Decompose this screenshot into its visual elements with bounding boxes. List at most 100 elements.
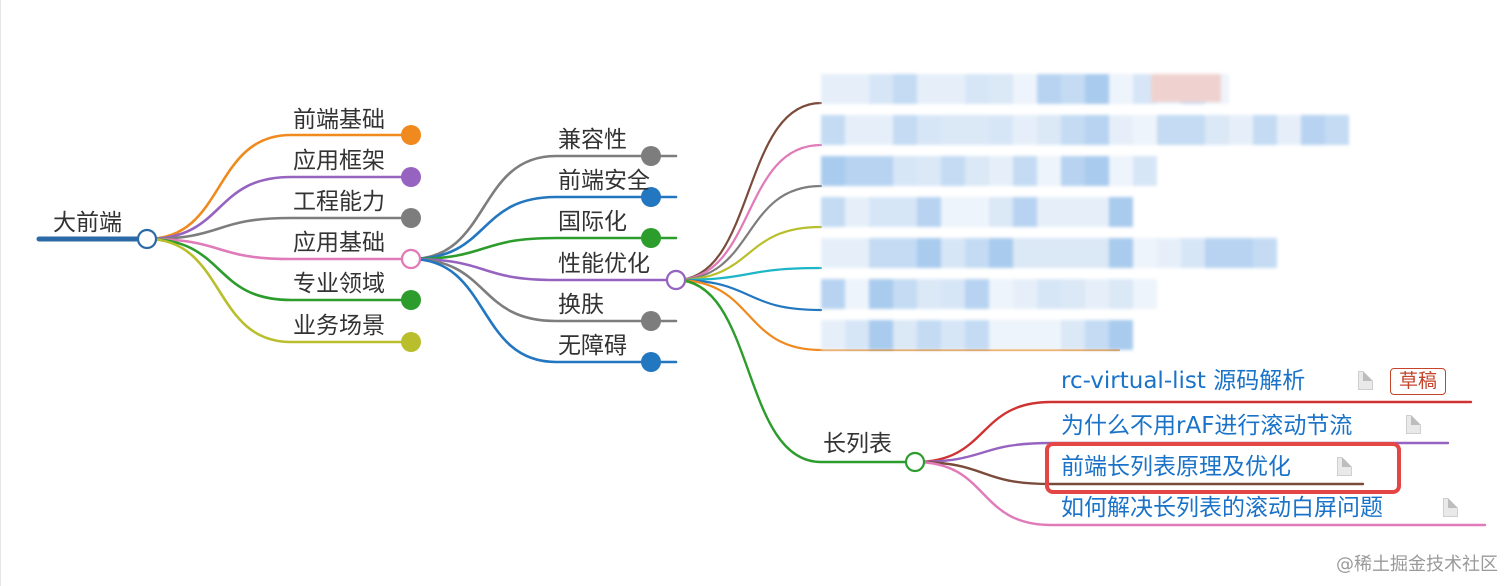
- branch-edge: [145, 237, 413, 261]
- blurred-cell: [1085, 115, 1109, 145]
- blurred-cell: [869, 197, 893, 227]
- node-label-domains[interactable]: 专业领域: [293, 271, 385, 297]
- collapsed-node-dot[interactable]: [641, 311, 661, 331]
- node-label-a11y[interactable]: 无障碍: [558, 333, 627, 359]
- blurred-cell: [845, 74, 869, 104]
- blurred-cell: [1085, 74, 1109, 104]
- node-label-long-list[interactable]: 长列表: [823, 431, 892, 457]
- branch-edge: [145, 216, 413, 241]
- blurred-branch-edge: [674, 101, 823, 282]
- blurred-cell: [1133, 238, 1157, 268]
- blurred-cell: [1085, 238, 1109, 268]
- blurred-cell: [845, 279, 869, 309]
- article-link-rc-virtual-list[interactable]: rc-virtual-list 源码解析: [1061, 368, 1306, 394]
- blurred-cell: [869, 115, 893, 145]
- branch-edge: [145, 237, 413, 344]
- node-label-performance[interactable]: 性能优化: [558, 251, 650, 277]
- blurred-cell: [1085, 320, 1109, 350]
- blurred-cell: [845, 115, 869, 145]
- blurred-cell: [821, 279, 845, 309]
- branch-edge: [145, 237, 413, 302]
- blurred-cell: [965, 115, 989, 145]
- collapsed-node-dot[interactable]: [641, 352, 661, 372]
- blurred-cell: [989, 197, 1013, 227]
- blurred-cell: [1109, 238, 1133, 268]
- node-label-theming[interactable]: 换肤: [558, 292, 604, 318]
- collapsed-node-dot[interactable]: [641, 146, 661, 166]
- blurred-cell: [917, 238, 941, 268]
- blurred-cell: [1037, 115, 1061, 145]
- node-label-frontend-basics[interactable]: 前端基础: [293, 107, 385, 133]
- blurred-cell: [1061, 115, 1085, 145]
- root-node-toggle[interactable]: [136, 228, 158, 250]
- blurred-cell: [1133, 156, 1157, 186]
- blurred-cell: [1037, 197, 1061, 227]
- node-label-engineering[interactable]: 工程能力: [293, 189, 385, 215]
- blurred-cell: [821, 115, 845, 145]
- blurred-cell: [1205, 115, 1229, 145]
- collapsed-node-dot[interactable]: [401, 290, 421, 310]
- blurred-branch-edge: [674, 225, 823, 282]
- blurred-cell: [1013, 238, 1037, 268]
- blurred-branch-edge: [674, 278, 823, 312]
- blurred-cell: [965, 197, 989, 227]
- blurred-cell: [893, 115, 917, 145]
- blurred-cell: [1109, 115, 1133, 145]
- expanded-node-toggle[interactable]: [904, 451, 926, 473]
- blurred-cell: [1061, 197, 1085, 227]
- document-icon[interactable]: [1406, 415, 1421, 434]
- blurred-cell: [845, 197, 869, 227]
- blurred-cell: [893, 197, 917, 227]
- collapsed-node-dot[interactable]: [641, 228, 661, 248]
- blurred-branch-edge: [674, 143, 823, 282]
- blurred-cell: [821, 74, 845, 104]
- blurred-cell: [989, 320, 1013, 350]
- blurred-cell: [1061, 279, 1085, 309]
- node-label-compatibility[interactable]: 兼容性: [558, 127, 627, 153]
- blurred-cell: [1253, 115, 1277, 145]
- watermark: @稀土掘金技术社区: [1336, 554, 1498, 575]
- blurred-branch-edge: [674, 278, 1121, 352]
- node-label-app-frameworks[interactable]: 应用框架: [293, 148, 385, 174]
- article-link-raf-throttle[interactable]: 为什么不用rAF进行滚动节流: [1061, 413, 1353, 439]
- blurred-cell: [1109, 320, 1133, 350]
- blurred-cell: [869, 238, 893, 268]
- collapsed-node-dot[interactable]: [401, 167, 421, 187]
- document-icon[interactable]: [1443, 498, 1458, 517]
- collapsed-node-dot[interactable]: [641, 187, 661, 207]
- blurred-cell: [941, 156, 965, 186]
- article-edge: [913, 441, 1450, 464]
- blurred-cell: [893, 156, 917, 186]
- branch-edge: [409, 257, 678, 323]
- node-label-security[interactable]: 前端安全: [558, 168, 650, 194]
- article-link-long-list-principle[interactable]: 前端长列表原理及优化: [1061, 454, 1291, 480]
- blurred-cell: [893, 320, 917, 350]
- long-list-edge: [674, 278, 917, 464]
- document-icon[interactable]: [1358, 371, 1373, 390]
- blurred-cell: [1037, 279, 1061, 309]
- blurred-nodes-region: [821, 70, 1349, 350]
- blurred-cell: [1037, 238, 1061, 268]
- root-node-label: 大前端: [53, 210, 122, 236]
- node-label-business[interactable]: 业务场景: [293, 313, 385, 339]
- blurred-cell: [989, 238, 1013, 268]
- blurred-cell: [1085, 197, 1109, 227]
- expanded-node-toggle[interactable]: [665, 269, 687, 291]
- document-icon[interactable]: [1337, 457, 1352, 476]
- node-label-i18n[interactable]: 国际化: [558, 209, 627, 235]
- article-link-white-screen[interactable]: 如何解决长列表的滚动白屏问题: [1061, 495, 1383, 521]
- blurred-cell: [1013, 279, 1037, 309]
- blurred-cell: [965, 238, 989, 268]
- expanded-node-toggle[interactable]: [400, 248, 422, 270]
- blurred-cell: [893, 279, 917, 309]
- branch-edge: [145, 175, 413, 241]
- node-label-app-basics[interactable]: 应用基础: [293, 230, 385, 256]
- collapsed-node-dot[interactable]: [401, 208, 421, 228]
- blurred-cell: [1157, 238, 1181, 268]
- blurred-cell: [1301, 115, 1325, 145]
- collapsed-node-dot[interactable]: [401, 125, 421, 145]
- blurred-branch-edge: [674, 184, 823, 282]
- collapsed-node-dot[interactable]: [401, 332, 421, 352]
- branch-edge: [409, 236, 678, 261]
